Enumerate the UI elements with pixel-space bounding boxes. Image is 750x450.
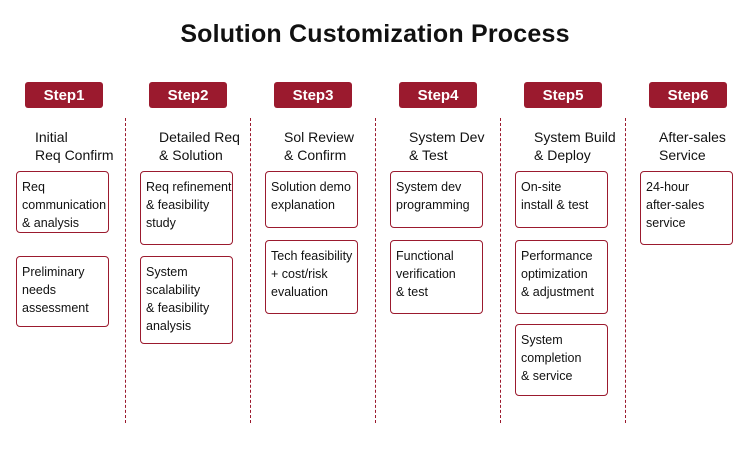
- step-label-1: Step1: [25, 82, 103, 108]
- column-divider: [250, 118, 251, 423]
- step-label-2: Step2: [149, 82, 227, 108]
- step-1-box-1: Req communication & analysis: [16, 171, 109, 233]
- step-heading-3: Sol Review & Confirm: [284, 129, 355, 163]
- step-5-box-2: Performance optimization & adjustment: [515, 240, 608, 314]
- step-heading-6: After-sales Service: [659, 129, 726, 163]
- diagram-title: Solution Customization Process: [180, 20, 570, 48]
- step-heading-1: Initial Req Confirm: [35, 129, 114, 163]
- step-2-box-1: Req refinement & feasibility study: [140, 171, 233, 245]
- step-3-box-2: Tech feasibility + cost/risk evaluation: [265, 240, 358, 314]
- step-2-box-2: System scalability & feasibility analysi…: [140, 256, 233, 344]
- step-6-box-1: 24-hour after-sales service: [640, 171, 733, 245]
- column-divider: [125, 118, 126, 423]
- step-heading-4: System Dev & Test: [409, 129, 485, 163]
- step-label-6: Step6: [649, 82, 727, 108]
- step-column-1: Step1 Initial Req Confirm Req communicat…: [16, 82, 125, 422]
- step-label-3: Step3: [274, 82, 352, 108]
- column-divider: [500, 118, 501, 423]
- step-5-box-3: System completion & service: [515, 324, 608, 396]
- step-column-5: Step5 System Build & Deploy On-site inst…: [515, 82, 624, 422]
- step-heading-5: System Build & Deploy: [534, 129, 616, 163]
- column-divider: [375, 118, 376, 423]
- step-column-3: Step3 Sol Review & Confirm Solution demo…: [265, 82, 374, 422]
- column-divider: [625, 118, 626, 423]
- step-1-box-2: Preliminary needs assessment: [16, 256, 109, 327]
- step-label-4: Step4: [399, 82, 477, 108]
- step-label-5: Step5: [524, 82, 602, 108]
- step-4-box-2: Functional verification & test: [390, 240, 483, 314]
- step-5-box-1: On-site install & test: [515, 171, 608, 228]
- step-column-6: Step6 After-sales Service 24-hour after-…: [640, 82, 749, 422]
- step-heading-2: Detailed Req & Solution: [159, 129, 240, 163]
- step-column-4: Step4 System Dev & Test System dev progr…: [390, 82, 499, 422]
- step-4-box-1: System dev programming: [390, 171, 483, 228]
- step-column-2: Step2 Detailed Req & Solution Req refine…: [140, 82, 249, 422]
- step-3-box-1: Solution demo explanation: [265, 171, 358, 228]
